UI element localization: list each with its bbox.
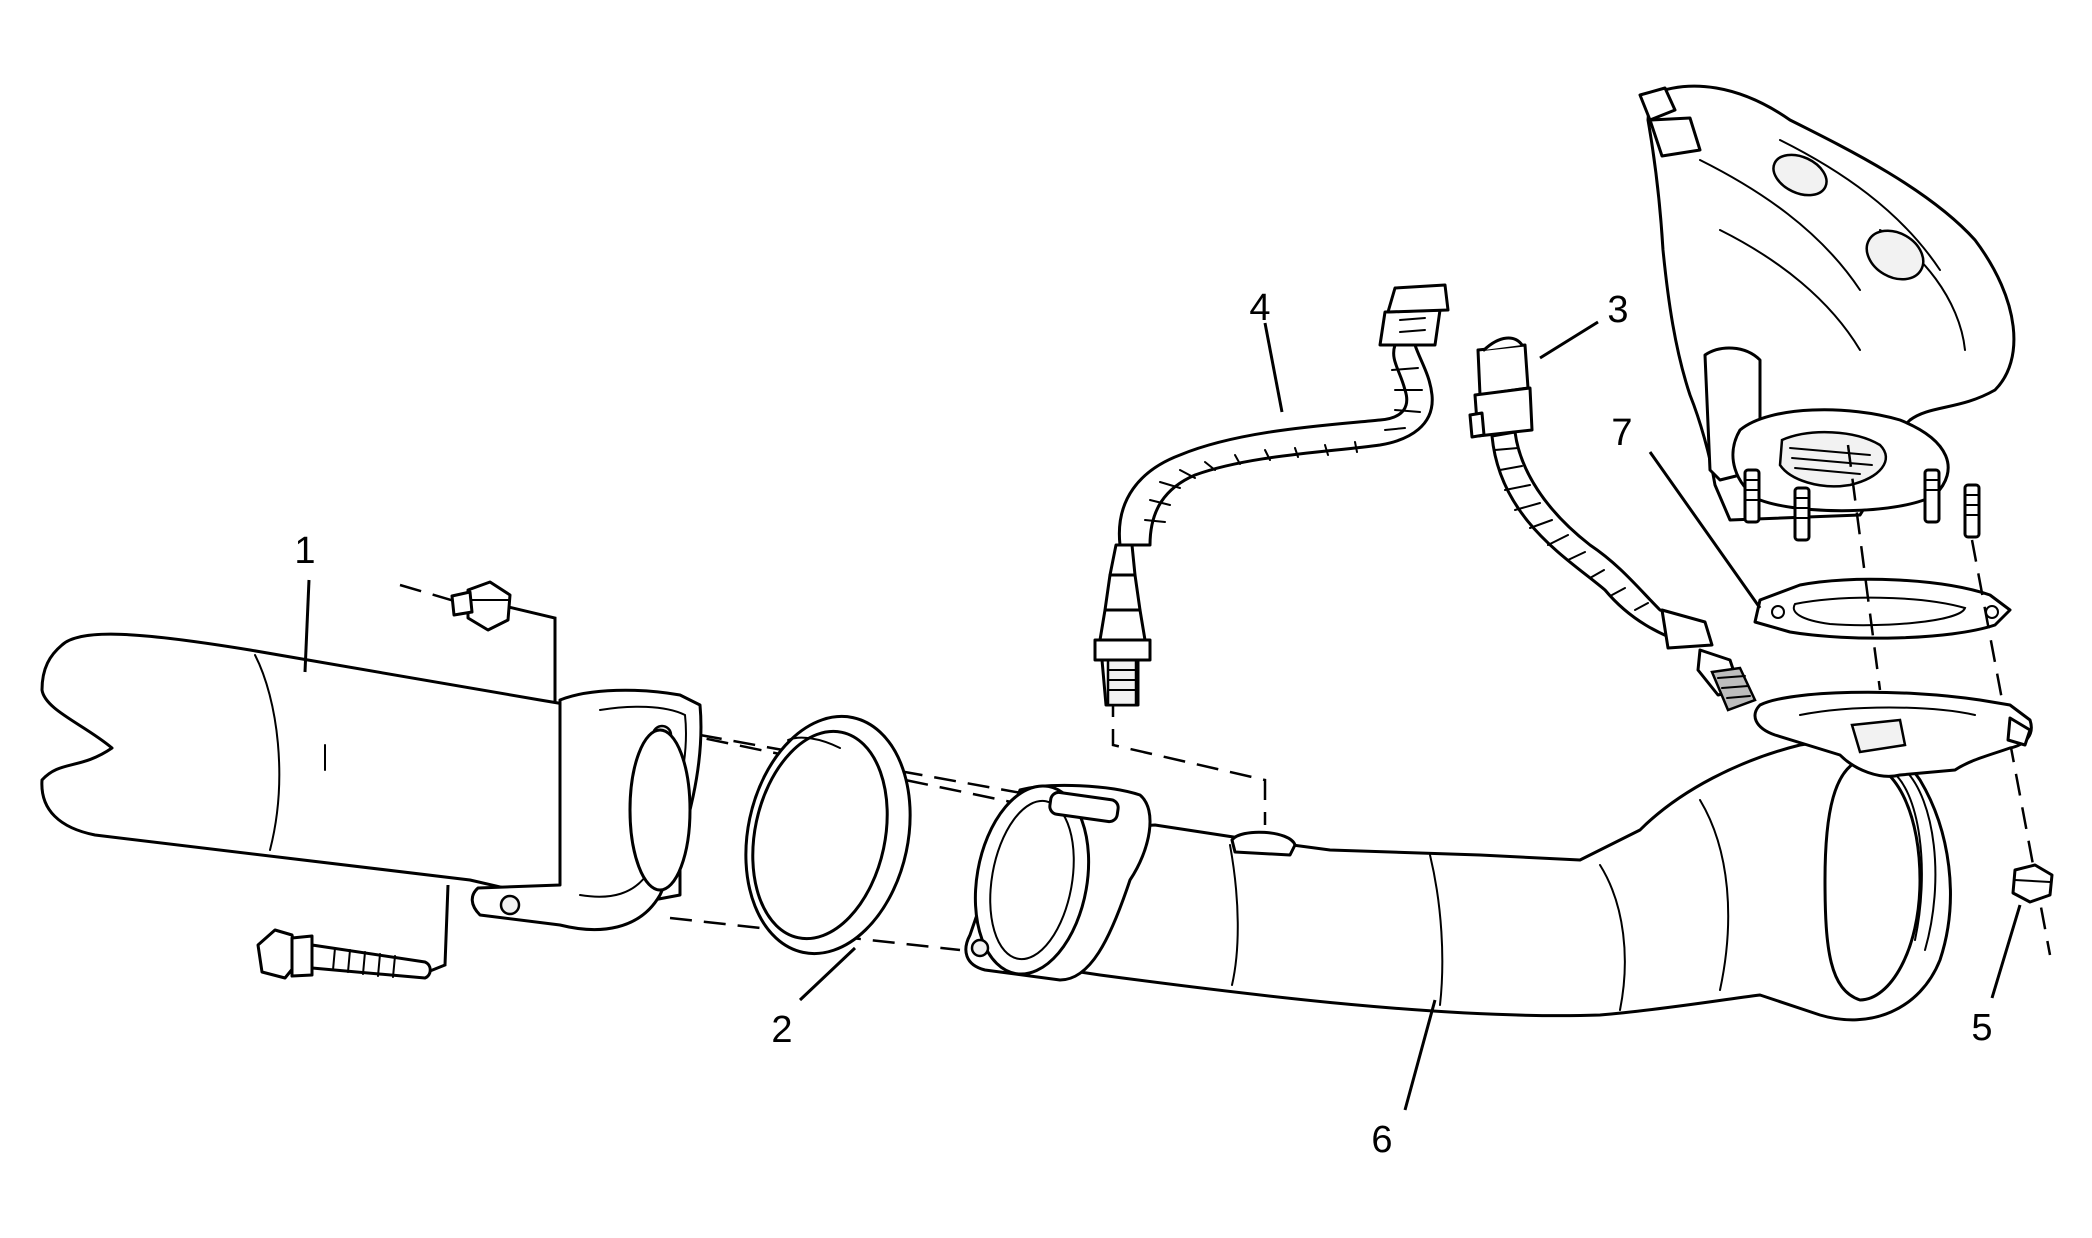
callout-2: 2 bbox=[771, 1009, 792, 1051]
callout-4: 4 bbox=[1249, 287, 1270, 329]
callout-labels: 1 2 3 4 5 6 7 bbox=[294, 287, 1992, 1161]
catalytic-converter-pipe bbox=[964, 690, 2033, 1022]
callout-leaders bbox=[303, 320, 2022, 1111]
stud-nut bbox=[2011, 863, 2054, 904]
exhaust-pipe bbox=[40, 632, 703, 931]
manifold-gasket bbox=[1753, 577, 2012, 640]
flange-nut bbox=[450, 580, 512, 632]
callout-7: 7 bbox=[1611, 412, 1632, 454]
flange-bolt bbox=[256, 928, 432, 980]
exhaust-manifold bbox=[1638, 84, 2016, 542]
callout-1: 1 bbox=[294, 530, 315, 572]
oxygen-sensor-downstream bbox=[1468, 336, 1757, 712]
oxygen-sensor-upstream bbox=[1093, 283, 1450, 707]
callout-5: 5 bbox=[1971, 1007, 1992, 1049]
callout-3: 3 bbox=[1607, 289, 1628, 331]
callout-6: 6 bbox=[1371, 1119, 1392, 1161]
seal-ring bbox=[744, 714, 912, 956]
